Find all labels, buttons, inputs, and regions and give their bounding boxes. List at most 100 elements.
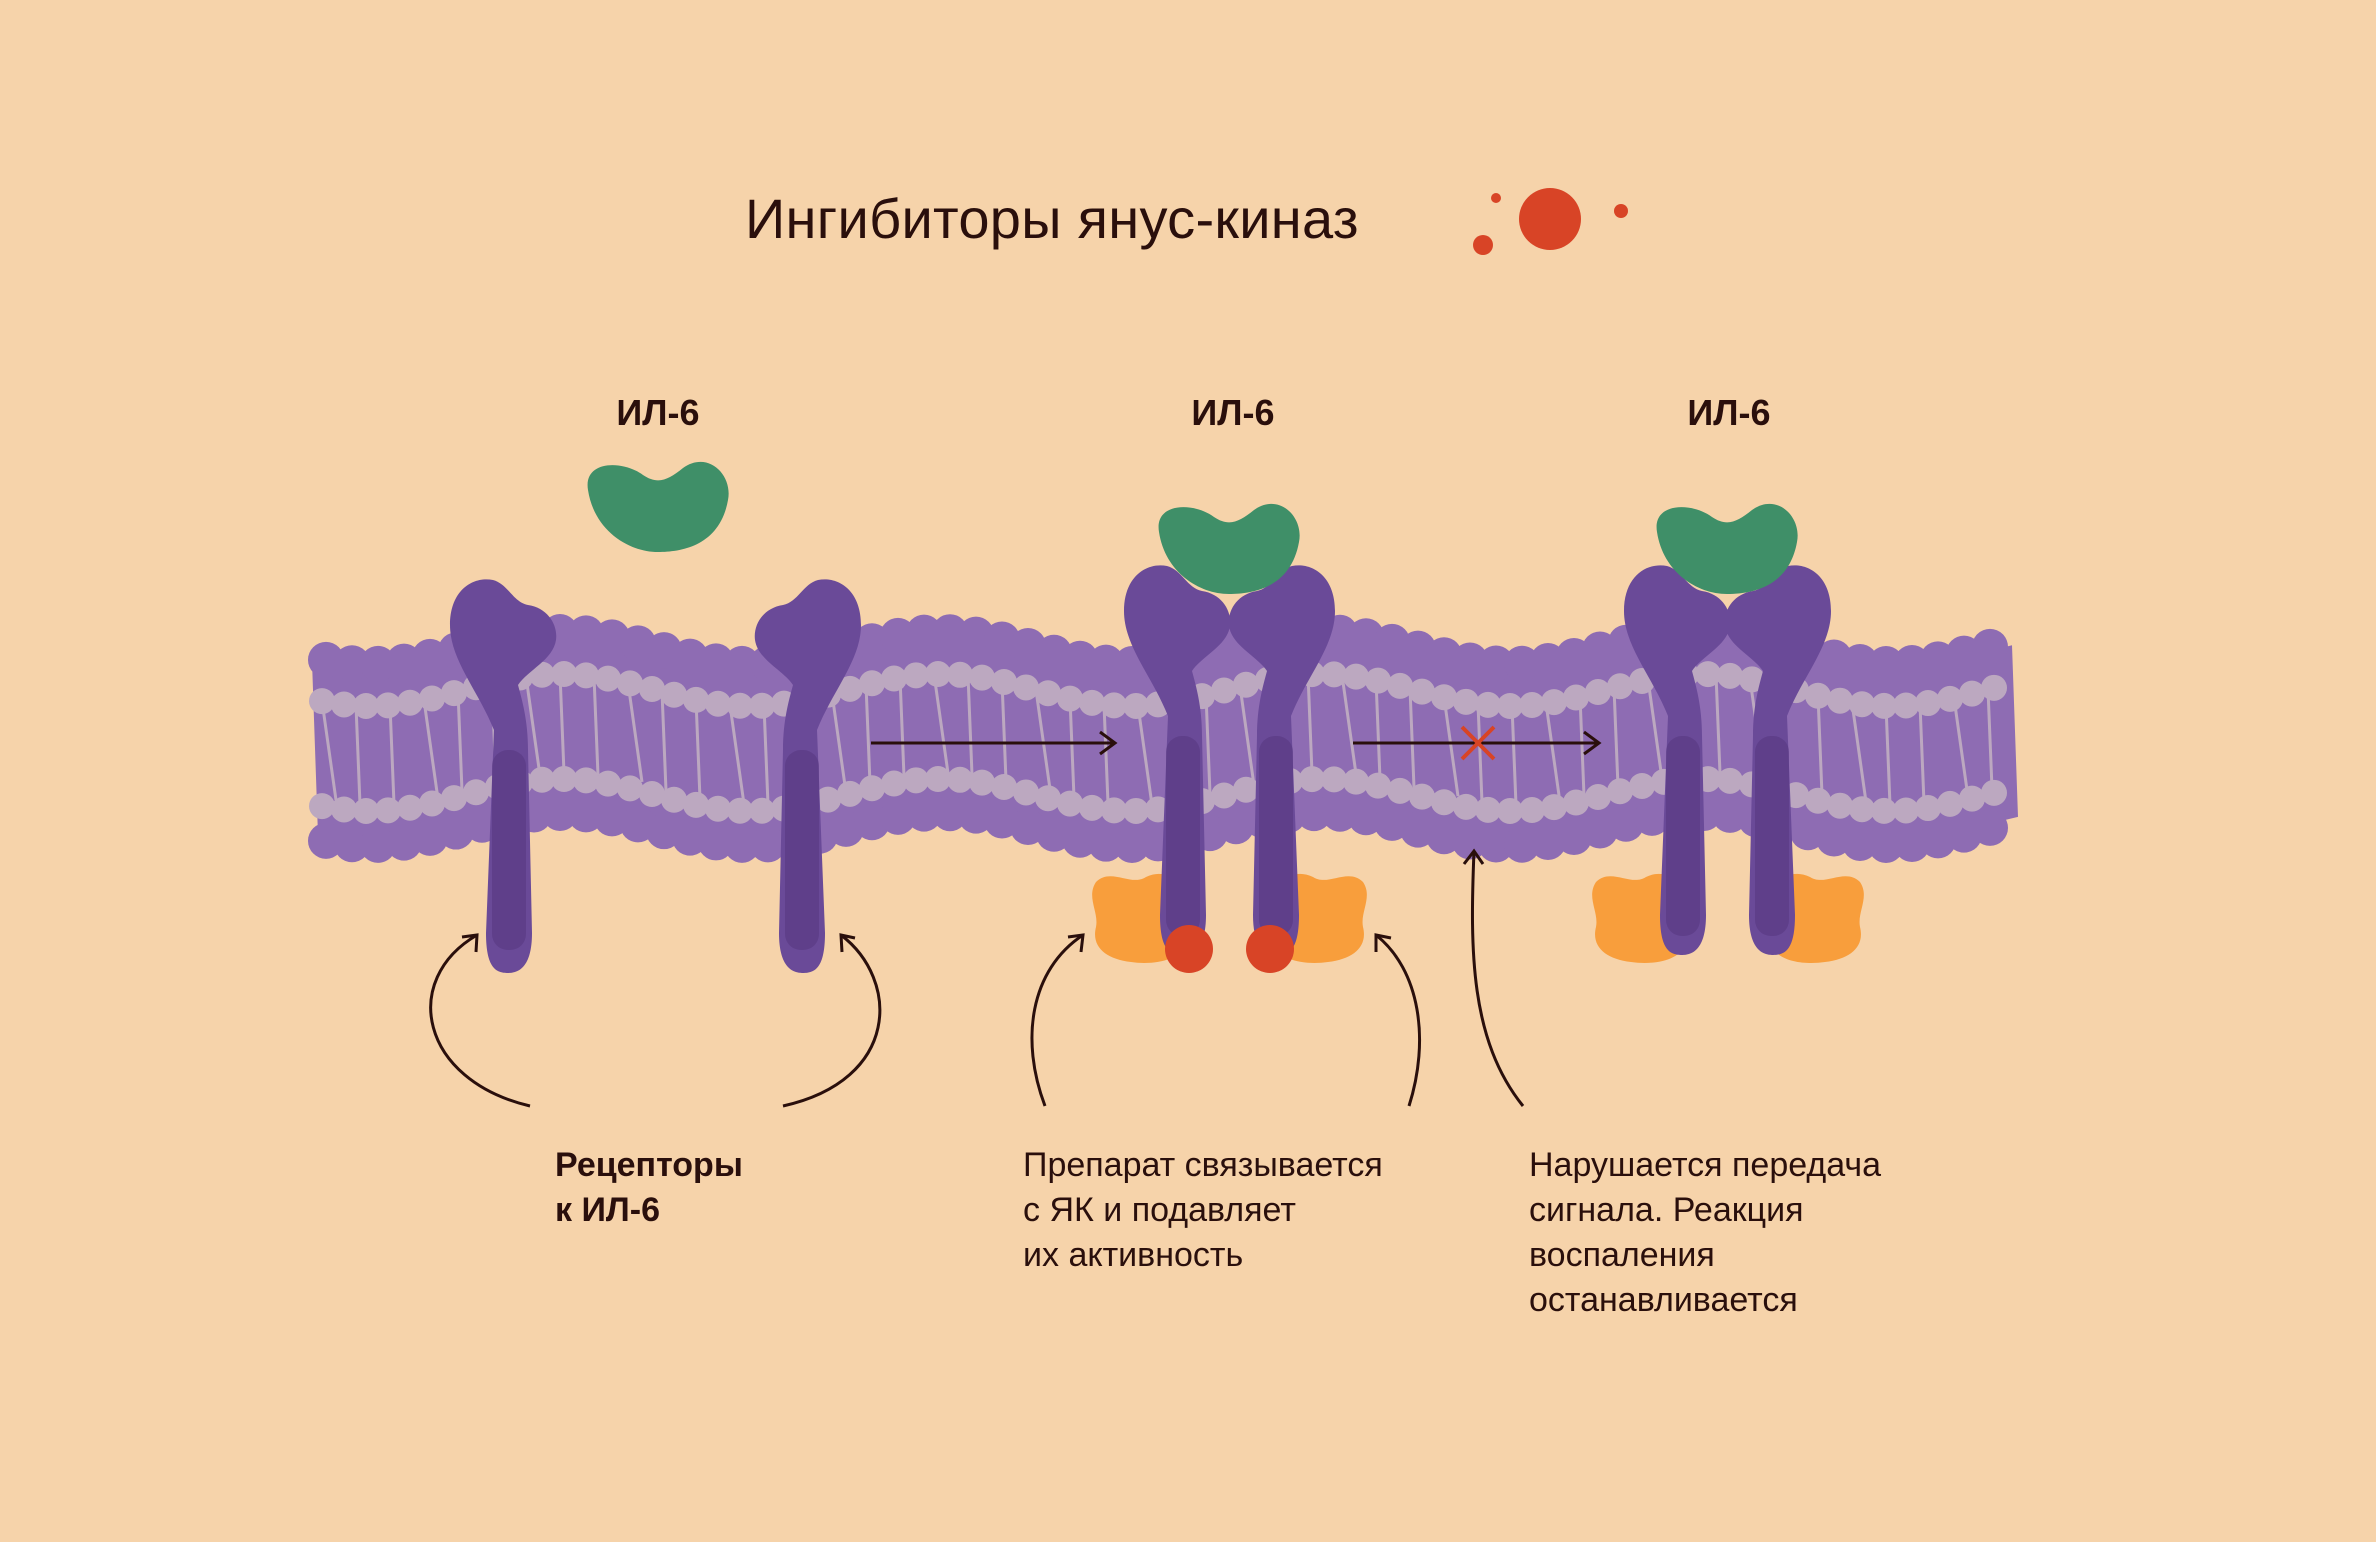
drug-molecule — [1165, 925, 1213, 973]
arrows — [429, 725, 1602, 1108]
outer-bump — [542, 795, 578, 832]
lipid-head — [815, 786, 841, 813]
lipid-tail — [1340, 674, 1358, 775]
outer-bump — [906, 795, 942, 832]
lipid-tail — [1306, 674, 1314, 774]
outer-bump — [1868, 645, 1904, 682]
lipid-head — [1035, 680, 1061, 707]
lipid-head — [1893, 797, 1919, 824]
lipid-head — [1915, 690, 1941, 717]
lipid-head — [683, 686, 709, 713]
lipid-tail — [694, 699, 702, 799]
lipid-tail — [1578, 696, 1586, 796]
lipid-head — [1101, 797, 1127, 824]
lipid-head — [397, 689, 423, 716]
lipid-tail — [1986, 689, 1994, 789]
lipid-head — [1431, 684, 1457, 711]
receptor-shade — [1259, 736, 1293, 936]
lipid-tail — [456, 691, 464, 792]
lipid-head — [1805, 787, 1831, 814]
lipid-head — [1475, 691, 1501, 718]
drug-molecule — [1246, 925, 1294, 973]
caption-line: Препарат связывается — [1023, 1146, 1383, 1184]
lipid-head — [617, 670, 643, 697]
lipid-head — [1409, 783, 1435, 810]
outer-bump — [932, 614, 968, 651]
outer-bump — [1452, 823, 1488, 860]
lipid-head — [1365, 772, 1391, 799]
outer-bump — [334, 645, 370, 682]
outer-bump — [1868, 826, 1904, 863]
lipid-head — [991, 668, 1017, 695]
blocked-x-icon — [1460, 725, 1496, 761]
receptor — [1724, 565, 1831, 955]
lipid-head — [947, 661, 973, 688]
lipid-tail — [1476, 703, 1484, 803]
lipid-head — [1607, 778, 1633, 805]
caption-line: Нарушается передача — [1529, 1146, 1882, 1184]
outer-bump — [698, 643, 734, 680]
lipid-tail — [1816, 695, 1824, 795]
lipid-tail — [388, 705, 396, 805]
lipid-head — [1211, 782, 1237, 809]
lipid-head — [749, 797, 775, 824]
lipid-tail — [320, 700, 338, 801]
lipid-tail — [1408, 688, 1416, 788]
caption-line: останавливается — [1529, 1281, 1798, 1319]
lipid-head — [837, 780, 863, 807]
il6-label: ИЛ-6 — [1191, 392, 1275, 433]
lipid-tail — [1714, 674, 1722, 774]
lipid-head — [1013, 779, 1039, 806]
lipid-head — [1805, 682, 1831, 709]
lipid-tail — [1102, 704, 1110, 804]
lipid-tail — [354, 705, 362, 805]
lipid-head — [1035, 785, 1061, 812]
lipid-head — [1057, 685, 1083, 712]
lipid-tail — [1442, 697, 1460, 797]
lipid-tail — [1952, 697, 1970, 798]
lipid-head — [1827, 687, 1853, 714]
outer-bump — [334, 826, 370, 863]
receptor-shade — [1166, 736, 1200, 936]
lipid-tail — [1238, 686, 1256, 786]
lipid-tail — [830, 693, 848, 793]
lipid-head — [419, 790, 445, 817]
lipid-head — [463, 779, 489, 806]
il6-molecule — [587, 461, 729, 552]
lipid-head — [1541, 794, 1567, 821]
lipid-head — [1321, 766, 1347, 793]
lipid-head — [1585, 679, 1611, 706]
lipid-head — [1717, 767, 1743, 794]
lipid-head — [551, 766, 577, 793]
lipid-tail — [1646, 679, 1664, 779]
lipid-head — [309, 793, 335, 820]
lipid-head — [1497, 797, 1523, 824]
lipid-head — [1849, 691, 1875, 718]
outer-bump — [1972, 628, 2008, 665]
lipid-head — [375, 692, 401, 719]
outer-bump — [1972, 809, 2008, 846]
lipid-head — [705, 690, 731, 717]
lipid-head — [661, 681, 687, 708]
lipid-head — [441, 785, 467, 812]
lipid-head — [1013, 674, 1039, 701]
caption-line: воспаления — [1529, 1236, 1715, 1274]
lipid-head — [595, 665, 621, 692]
receptor-shade — [1755, 736, 1789, 936]
lipid-tail — [1204, 695, 1212, 795]
lipid-head — [573, 662, 599, 689]
lipid-tail — [1136, 705, 1154, 806]
lipid-head — [881, 770, 907, 797]
lipid-head — [1893, 692, 1919, 719]
lipid-head — [1387, 777, 1413, 804]
lipid-head — [1343, 663, 1369, 690]
lipid-tail — [1884, 705, 1892, 806]
receptor — [1624, 565, 1731, 955]
lipid-tail — [422, 699, 440, 800]
receptor — [754, 579, 861, 973]
lipid-head — [1607, 673, 1633, 700]
lipid-head — [1981, 674, 2007, 701]
lipid-head — [925, 766, 951, 793]
lipid-head — [969, 769, 995, 796]
lipid-head — [705, 795, 731, 822]
